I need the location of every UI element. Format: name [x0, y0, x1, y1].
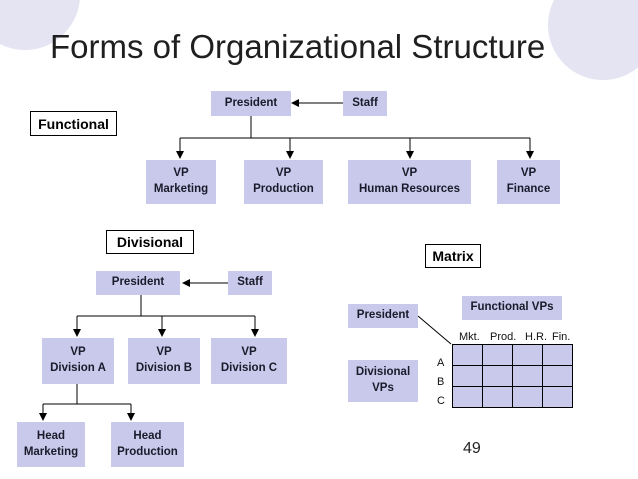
vp-division-a-box: VP Division A	[42, 338, 114, 384]
matrix-column-fin: Fin.	[552, 331, 571, 343]
matrix-cell	[482, 365, 513, 387]
head-marketing-box: Head Marketing	[17, 422, 85, 467]
matrix-cell	[452, 386, 483, 408]
vp-division-b-box: VP Division B	[128, 338, 200, 384]
vp-finance-box: VP Finance	[497, 160, 560, 204]
page-number: 49	[463, 440, 481, 457]
matrix-president-box: President	[348, 304, 418, 328]
vp-production-box: VP Production	[244, 160, 323, 204]
matrix-cell	[512, 365, 543, 387]
matrix-cell	[482, 344, 513, 366]
vp-human-resources-box: VP Human Resources	[348, 160, 471, 204]
matrix-grid-row	[452, 365, 573, 387]
divisional-label: Divisional	[106, 230, 194, 254]
matrix-cell	[542, 386, 573, 408]
vp-division-c-box: VP Division C	[211, 338, 287, 384]
matrix-label: Matrix	[425, 244, 481, 268]
matrix-column-mkt: Mkt.	[459, 331, 480, 343]
divisional-president-box: President	[96, 271, 180, 295]
matrix-grid	[452, 344, 573, 408]
matrix-column-hr: H.R.	[525, 331, 547, 343]
matrix-cell	[482, 386, 513, 408]
matrix-cell	[542, 344, 573, 366]
matrix-column-prod: Prod.	[490, 331, 517, 343]
functional-president-box: President	[211, 91, 291, 116]
matrix-grid-row	[452, 386, 573, 408]
functional-vps-box: Functional VPs	[462, 296, 562, 320]
matrix-row-a: A	[437, 357, 445, 369]
vp-marketing-box: VP Marketing	[146, 160, 216, 204]
divisional-staff-box: Staff	[228, 271, 272, 295]
matrix-cell	[542, 365, 573, 387]
matrix-grid-row	[452, 344, 573, 366]
matrix-cell	[512, 344, 543, 366]
slide-title: Forms of Organizational Structure	[50, 28, 546, 65]
matrix-cell	[452, 365, 483, 387]
matrix-row-b: B	[437, 376, 445, 388]
functional-staff-box: Staff	[343, 91, 387, 116]
head-production-box: Head Production	[111, 422, 184, 467]
matrix-cell	[452, 344, 483, 366]
matrix-cell	[512, 386, 543, 408]
divisional-vps-box: Divisional VPs	[348, 360, 418, 402]
matrix-row-c: C	[437, 395, 445, 407]
functional-label: Functional	[30, 111, 117, 136]
